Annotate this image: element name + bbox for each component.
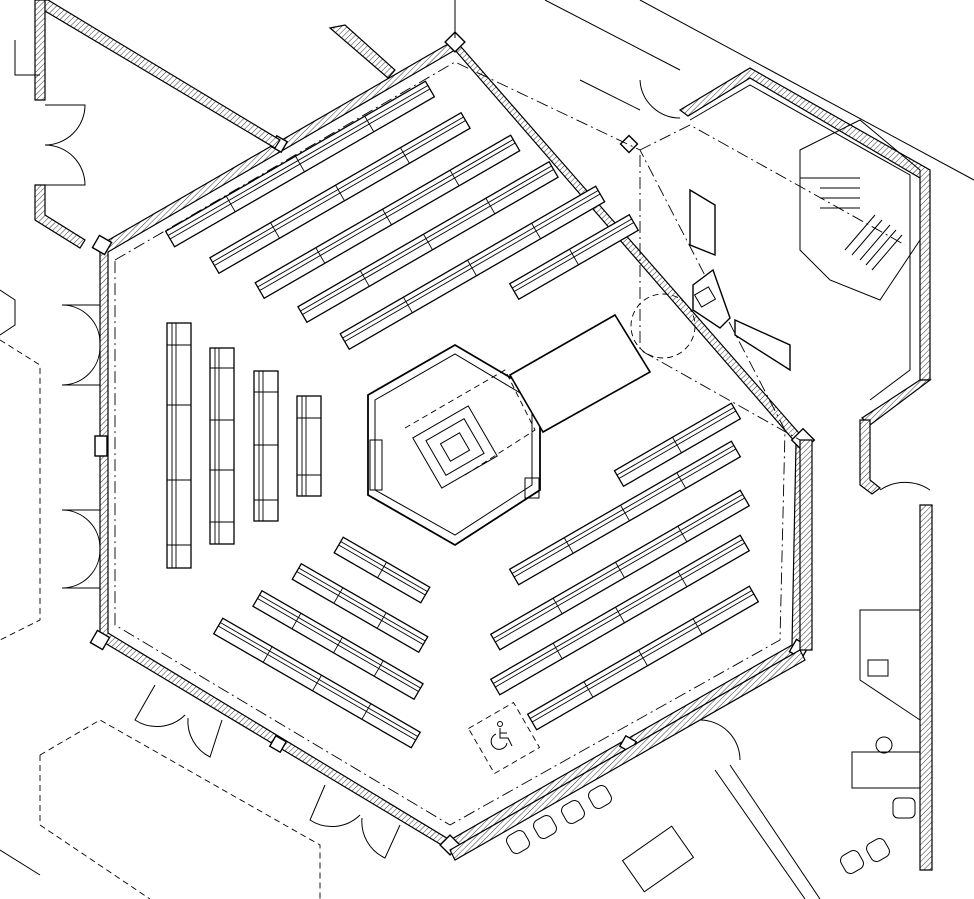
pews-upper-section [164, 80, 640, 351]
lobby-chairs [506, 785, 890, 874]
pew-row [613, 402, 742, 488]
pew-row [212, 617, 422, 749]
pew-row [489, 489, 751, 651]
pew-row [339, 185, 606, 351]
ceiling-line [114, 61, 786, 826]
pews-west-section [166, 322, 322, 569]
pew-row [252, 589, 424, 701]
pew-row [166, 322, 192, 569]
pew-row [253, 370, 279, 522]
northeast-room [639, 67, 932, 441]
pew-row [164, 80, 436, 248]
pew-row [209, 111, 471, 275]
pew-row [209, 347, 235, 545]
east-corridor-walls [454, 0, 974, 871]
pulpit [689, 188, 791, 372]
pew-row [508, 213, 640, 301]
organ-console-icon [800, 177, 903, 271]
pew-row [254, 134, 521, 300]
pews-southeast-section [489, 402, 760, 731]
pew-row [508, 440, 742, 586]
pew-row [297, 160, 559, 324]
pew-row [291, 562, 429, 654]
west-entrance-doors [44, 104, 101, 589]
southwest-entrance-doors [134, 684, 401, 859]
pew-row [489, 534, 751, 696]
pew-row [296, 395, 322, 497]
pew-row [333, 536, 431, 604]
wheelchair-space [467, 701, 541, 775]
pew-row [526, 585, 760, 731]
southeast-lobby [449, 649, 921, 899]
chancel-platform [367, 293, 696, 547]
pews-southwest-section [212, 536, 431, 749]
wheelchair-icon [490, 721, 513, 750]
adjacent-spaces-outline [0, 289, 321, 899]
